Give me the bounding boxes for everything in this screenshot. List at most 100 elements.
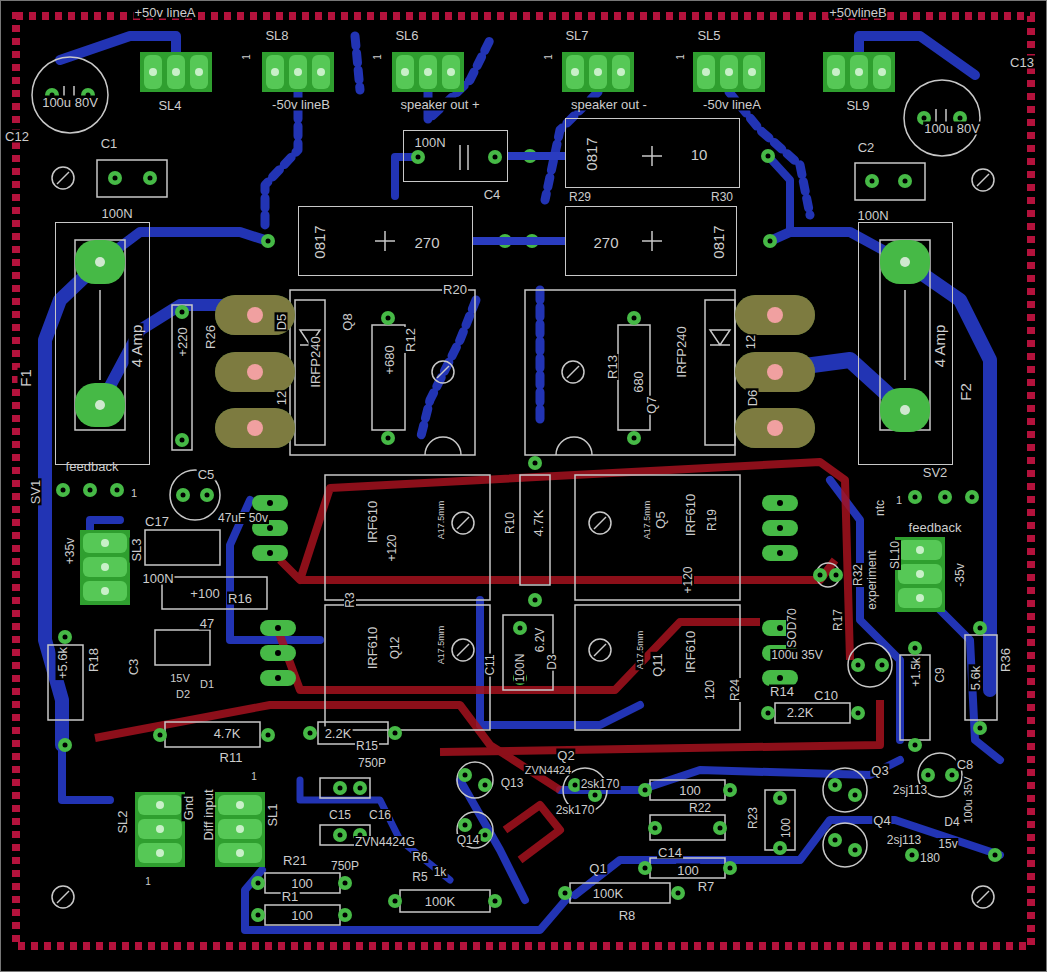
- silkscreen-label: 100: [780, 817, 792, 839]
- silkscreen-label: C9: [934, 666, 946, 683]
- silkscreen-label: SL10: [889, 540, 901, 570]
- silkscreen-label: SL6: [394, 29, 419, 42]
- component-value: 0817: [584, 136, 599, 171]
- silkscreen-label: +220: [176, 326, 189, 357]
- silkscreen-label: C10: [813, 689, 839, 702]
- silkscreen-label: R19: [706, 508, 718, 532]
- silkscreen-label: 100u 35V: [770, 649, 823, 661]
- silkscreen-label: 1: [250, 772, 258, 782]
- top-copper: [95, 462, 880, 860]
- silkscreen-label: R13: [606, 354, 619, 380]
- silkscreen-label: R24: [729, 678, 741, 702]
- silkscreen-label: Gnd: [182, 795, 195, 822]
- silkscreen-label: experiment: [866, 549, 878, 610]
- silkscreen-label: F1: [18, 368, 33, 388]
- silkscreen-label: SL5: [696, 29, 721, 42]
- bottom-copper: [45, 36, 1000, 930]
- silkscreen-label: 4.7K: [532, 509, 545, 538]
- silkscreen-label: R30: [710, 191, 734, 203]
- silkscreen-label: 12: [275, 390, 288, 406]
- component-outline: 4 Amp: [55, 222, 150, 465]
- silkscreen-label: R21: [282, 854, 308, 867]
- silkscreen-label: 100: [676, 864, 700, 877]
- silkscreen-label: R5: [411, 871, 428, 883]
- component-outline: 081710: [565, 118, 740, 188]
- silkscreen-label: 680: [632, 370, 645, 394]
- silkscreen-label: 15V: [169, 673, 191, 684]
- silkscreen-label: R12: [404, 327, 417, 353]
- silkscreen-label: 1: [544, 53, 554, 61]
- silkscreen-label: Diff input: [202, 788, 215, 841]
- mounting-hole: [52, 167, 994, 908]
- silkscreen-label: 1: [242, 53, 252, 61]
- component-value: 4 Amp: [932, 324, 947, 369]
- silkscreen-label: 2sj113: [886, 834, 922, 846]
- silkscreen-label: C2: [857, 141, 876, 154]
- silkscreen-label: feedback: [908, 521, 963, 534]
- silkscreen-label: R36: [999, 647, 1012, 673]
- silkscreen-label: speaker out -: [570, 98, 648, 111]
- silkscreen-label: IRF610: [684, 630, 697, 675]
- silkscreen-label: 2.2K: [324, 727, 353, 740]
- silkscreen-label: C14: [657, 846, 683, 859]
- silkscreen-label: C17: [144, 515, 170, 528]
- silkscreen-label: 100u 80V: [41, 96, 99, 109]
- silkscreen-label: C4: [483, 188, 502, 201]
- silkscreen-label: 120: [704, 679, 716, 701]
- silkscreen-label: 12: [744, 334, 757, 350]
- board-edge: [16, 16, 1031, 946]
- silkscreen-label: 2sk170: [555, 804, 596, 816]
- silkscreen-label: +100: [189, 587, 220, 600]
- silkscreen-label: +5.6k: [56, 646, 69, 680]
- silkscreen-label: 1: [895, 495, 903, 506]
- silkscreen-label: D5: [275, 313, 288, 332]
- silkscreen-label: 100N: [141, 572, 174, 585]
- silkscreen-label: A17.5mm: [643, 500, 652, 541]
- silkscreen-label: speaker out +: [399, 98, 480, 111]
- silkscreen-label: +35v: [64, 537, 76, 565]
- silkscreen-label: R32: [852, 563, 864, 587]
- silkscreen-label: R23: [747, 806, 759, 830]
- silkscreen-label: 750P: [357, 757, 387, 769]
- silkscreen-label: R17: [832, 608, 844, 632]
- silkscreen-label: C11: [484, 653, 496, 676]
- silkscreen-label: +50vlineB: [828, 6, 887, 19]
- silkscreen-label: IRF610: [366, 626, 379, 671]
- silkscreen-label: SV2: [922, 466, 949, 479]
- silkscreen-label: ZVN4424: [524, 765, 572, 776]
- silkscreen-label: C5: [197, 468, 216, 481]
- silkscreen-label: Q7: [645, 395, 658, 414]
- silkscreen-label: A17.5mm: [437, 625, 446, 666]
- silkscreen-label: R3: [344, 591, 356, 608]
- silkscreen-label: 1: [130, 488, 138, 499]
- silkscreen-label: R26: [204, 324, 217, 350]
- silkscreen-label: 1: [676, 53, 686, 61]
- silkscreen-label: ntc: [874, 499, 886, 517]
- silkscreen-label: 100N: [100, 207, 133, 220]
- silkscreen-label: 750P: [330, 860, 360, 872]
- silkscreen-label: R22: [688, 802, 712, 814]
- silkscreen-label: 100K: [592, 887, 624, 900]
- silkscreen-label: 100: [290, 909, 314, 922]
- silkscreen-label: 4.7K: [213, 727, 242, 740]
- component-value: 0817: [711, 224, 726, 259]
- silkscreen-label: IRFP240: [675, 325, 688, 378]
- silkscreen-label: D1: [199, 679, 215, 690]
- silkscreen-label: C16: [368, 809, 392, 821]
- silkscreen-label: 100u 80V: [923, 122, 981, 135]
- silkscreen-label: R14: [769, 685, 795, 698]
- connector: [80, 52, 945, 867]
- silkscreen-label: SL1: [266, 802, 279, 827]
- silkscreen-label: C13: [1009, 56, 1035, 69]
- silkscreen-label: A17.5mm: [636, 630, 645, 671]
- silkscreen-label: R10: [504, 511, 516, 535]
- silkscreen-label: 2.2K: [786, 706, 815, 719]
- copper-trace: [508, 152, 565, 160]
- silkscreen-label: R15: [355, 740, 379, 752]
- silkscreen-label: R6: [411, 851, 428, 863]
- silkscreen-label: IRF610: [366, 500, 379, 545]
- silkscreen-label: -50v lineA: [702, 98, 762, 111]
- silkscreen-label: SL9: [845, 99, 870, 112]
- component-outline: 2700817: [565, 206, 737, 276]
